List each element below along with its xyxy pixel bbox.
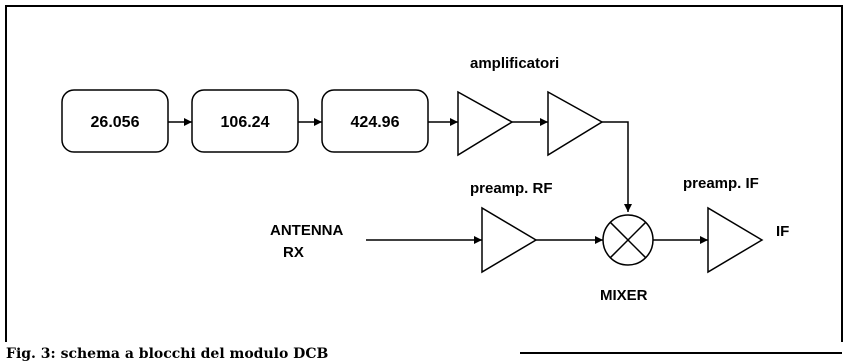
figure-caption: Fig. 3: schema a blocchi del modulo DCB xyxy=(6,346,328,362)
wire-amp2-to-mixer xyxy=(602,121,632,212)
diagram-frame xyxy=(5,5,843,342)
amplifier-1-triangle xyxy=(457,90,514,157)
preamp-rf-triangle xyxy=(481,206,538,274)
if-output-label: IF xyxy=(776,223,789,240)
block-label: 26.056 xyxy=(91,114,140,131)
preamp-rf-label: preamp. RF xyxy=(470,180,553,197)
block-label: 424.96 xyxy=(351,114,400,131)
preamp-if-label: preamp. IF xyxy=(683,175,759,192)
block-26-056: 26.056 xyxy=(61,89,169,153)
preamp-if-triangle xyxy=(707,206,764,274)
block-424-96: 424.96 xyxy=(321,89,429,153)
block-106-24: 106.24 xyxy=(191,89,299,153)
antenna-rx-label: RX xyxy=(283,244,304,261)
mixer-symbol xyxy=(602,214,654,266)
mixer-label: MIXER xyxy=(600,287,648,304)
amplifiers-label: amplificatori xyxy=(470,55,559,72)
antenna-label: ANTENNA xyxy=(270,222,343,239)
amplifier-2-triangle xyxy=(547,90,604,157)
block-label: 106.24 xyxy=(221,114,270,131)
